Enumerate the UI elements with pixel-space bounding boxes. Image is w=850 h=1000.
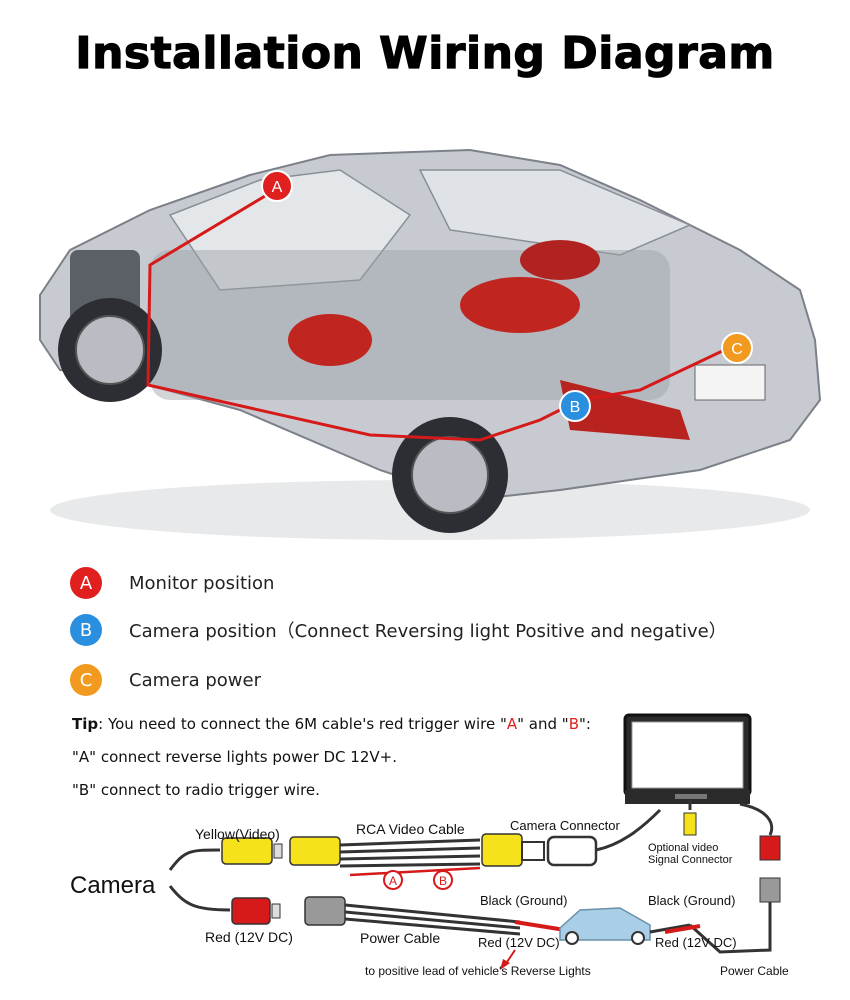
- car-windshield: [168, 169, 412, 291]
- car-illustration: A B C: [39, 148, 822, 540]
- label-rca-cable: RCA Video Cable: [356, 821, 465, 837]
- cable-marker-b: B: [433, 870, 453, 890]
- label-yellow-video: Yellow(Video): [195, 826, 280, 842]
- tip-line-1: Tip: You need to connect the 6M cable's …: [72, 715, 591, 733]
- camera-cable: [168, 848, 231, 912]
- seat-rear-2: [520, 240, 600, 280]
- seat-rear: [460, 277, 580, 333]
- wiring-diagram: A B Camera Yellow(Video) RCA Video Cable…: [70, 713, 789, 978]
- tip-end: ":: [579, 715, 591, 733]
- tip-a: A: [506, 715, 518, 733]
- tip-line-2: "A" connect reverse lights power DC 12V+…: [72, 748, 397, 766]
- label-power-cable-2: Power Cable: [720, 964, 789, 978]
- legend-label-b: Camera position（Connect Reversing light …: [129, 621, 727, 642]
- legend-label-a: Monitor position: [129, 572, 275, 594]
- svg-text:A: A: [272, 179, 283, 196]
- legend-badge-c: C: [70, 664, 102, 696]
- marker-c: C: [721, 332, 753, 364]
- seat-front: [288, 314, 372, 366]
- license-plate: [694, 364, 766, 401]
- power-cable: [344, 903, 566, 936]
- tip-mid: " and ": [517, 715, 569, 733]
- label-camera: Camera: [70, 872, 156, 899]
- label-red-12v: Red (12V DC): [205, 929, 293, 945]
- svg-text:A: A: [389, 874, 397, 888]
- page-title: Installation Wiring Diagram: [75, 27, 775, 79]
- gray-connector: [304, 896, 346, 926]
- yellow-connector-2: [289, 836, 341, 866]
- legend-label-c: Camera power: [129, 669, 261, 691]
- camera-connector: [546, 835, 598, 867]
- tip-text-1: : You need to connect the 6M cable's red…: [98, 715, 507, 733]
- small-car-icon: [559, 907, 651, 945]
- svg-text:B: B: [570, 399, 581, 416]
- cable-marker-a: A: [383, 870, 403, 890]
- legend-item-a: A Monitor position: [70, 567, 274, 599]
- car-interior: [150, 250, 670, 400]
- gray-connector-right: [759, 877, 781, 903]
- monitor: [623, 713, 752, 804]
- label-optional-2: Signal Connector: [648, 854, 733, 866]
- rca-cable: [339, 838, 481, 877]
- svg-text:B: B: [439, 874, 447, 888]
- optional-video-connector: [683, 812, 697, 836]
- car-wire-route: [146, 188, 736, 442]
- yellow-connector-1: [221, 837, 273, 865]
- red-connector-right: [759, 835, 781, 861]
- marker-a: A: [261, 170, 293, 202]
- label-optional-1: Optional video: [648, 842, 718, 854]
- legend-badge-b: B: [70, 614, 102, 646]
- svg-text:C: C: [731, 341, 743, 358]
- label-black-ground-2: Black (Ground): [648, 893, 735, 908]
- red-connector: [231, 897, 271, 925]
- label-black-ground-1: Black (Ground): [480, 893, 567, 908]
- legend-item-b: B Camera position（Connect Reversing ligh…: [70, 614, 727, 646]
- legend-badge-a: A: [70, 567, 102, 599]
- legend-item-c: C Camera power: [70, 664, 261, 696]
- marker-b: B: [559, 390, 591, 422]
- label-power-cable: Power Cable: [360, 930, 440, 946]
- tip-label: Tip: [72, 715, 99, 733]
- tip-line-3: "B" connect to radio trigger wire.: [72, 781, 320, 799]
- tip-b: B: [568, 715, 579, 733]
- tail-light: [560, 380, 690, 440]
- label-red-12v-3: Red (12V DC): [655, 935, 737, 950]
- label-red-12v-2: Red (12V DC): [478, 935, 560, 950]
- label-reverse-lights: to positive lead of vehicle's Reverse Li…: [365, 964, 591, 978]
- car-rear-window: [418, 169, 692, 256]
- label-camera-connector: Camera Connector: [510, 818, 620, 833]
- yellow-connector-3: [481, 833, 523, 867]
